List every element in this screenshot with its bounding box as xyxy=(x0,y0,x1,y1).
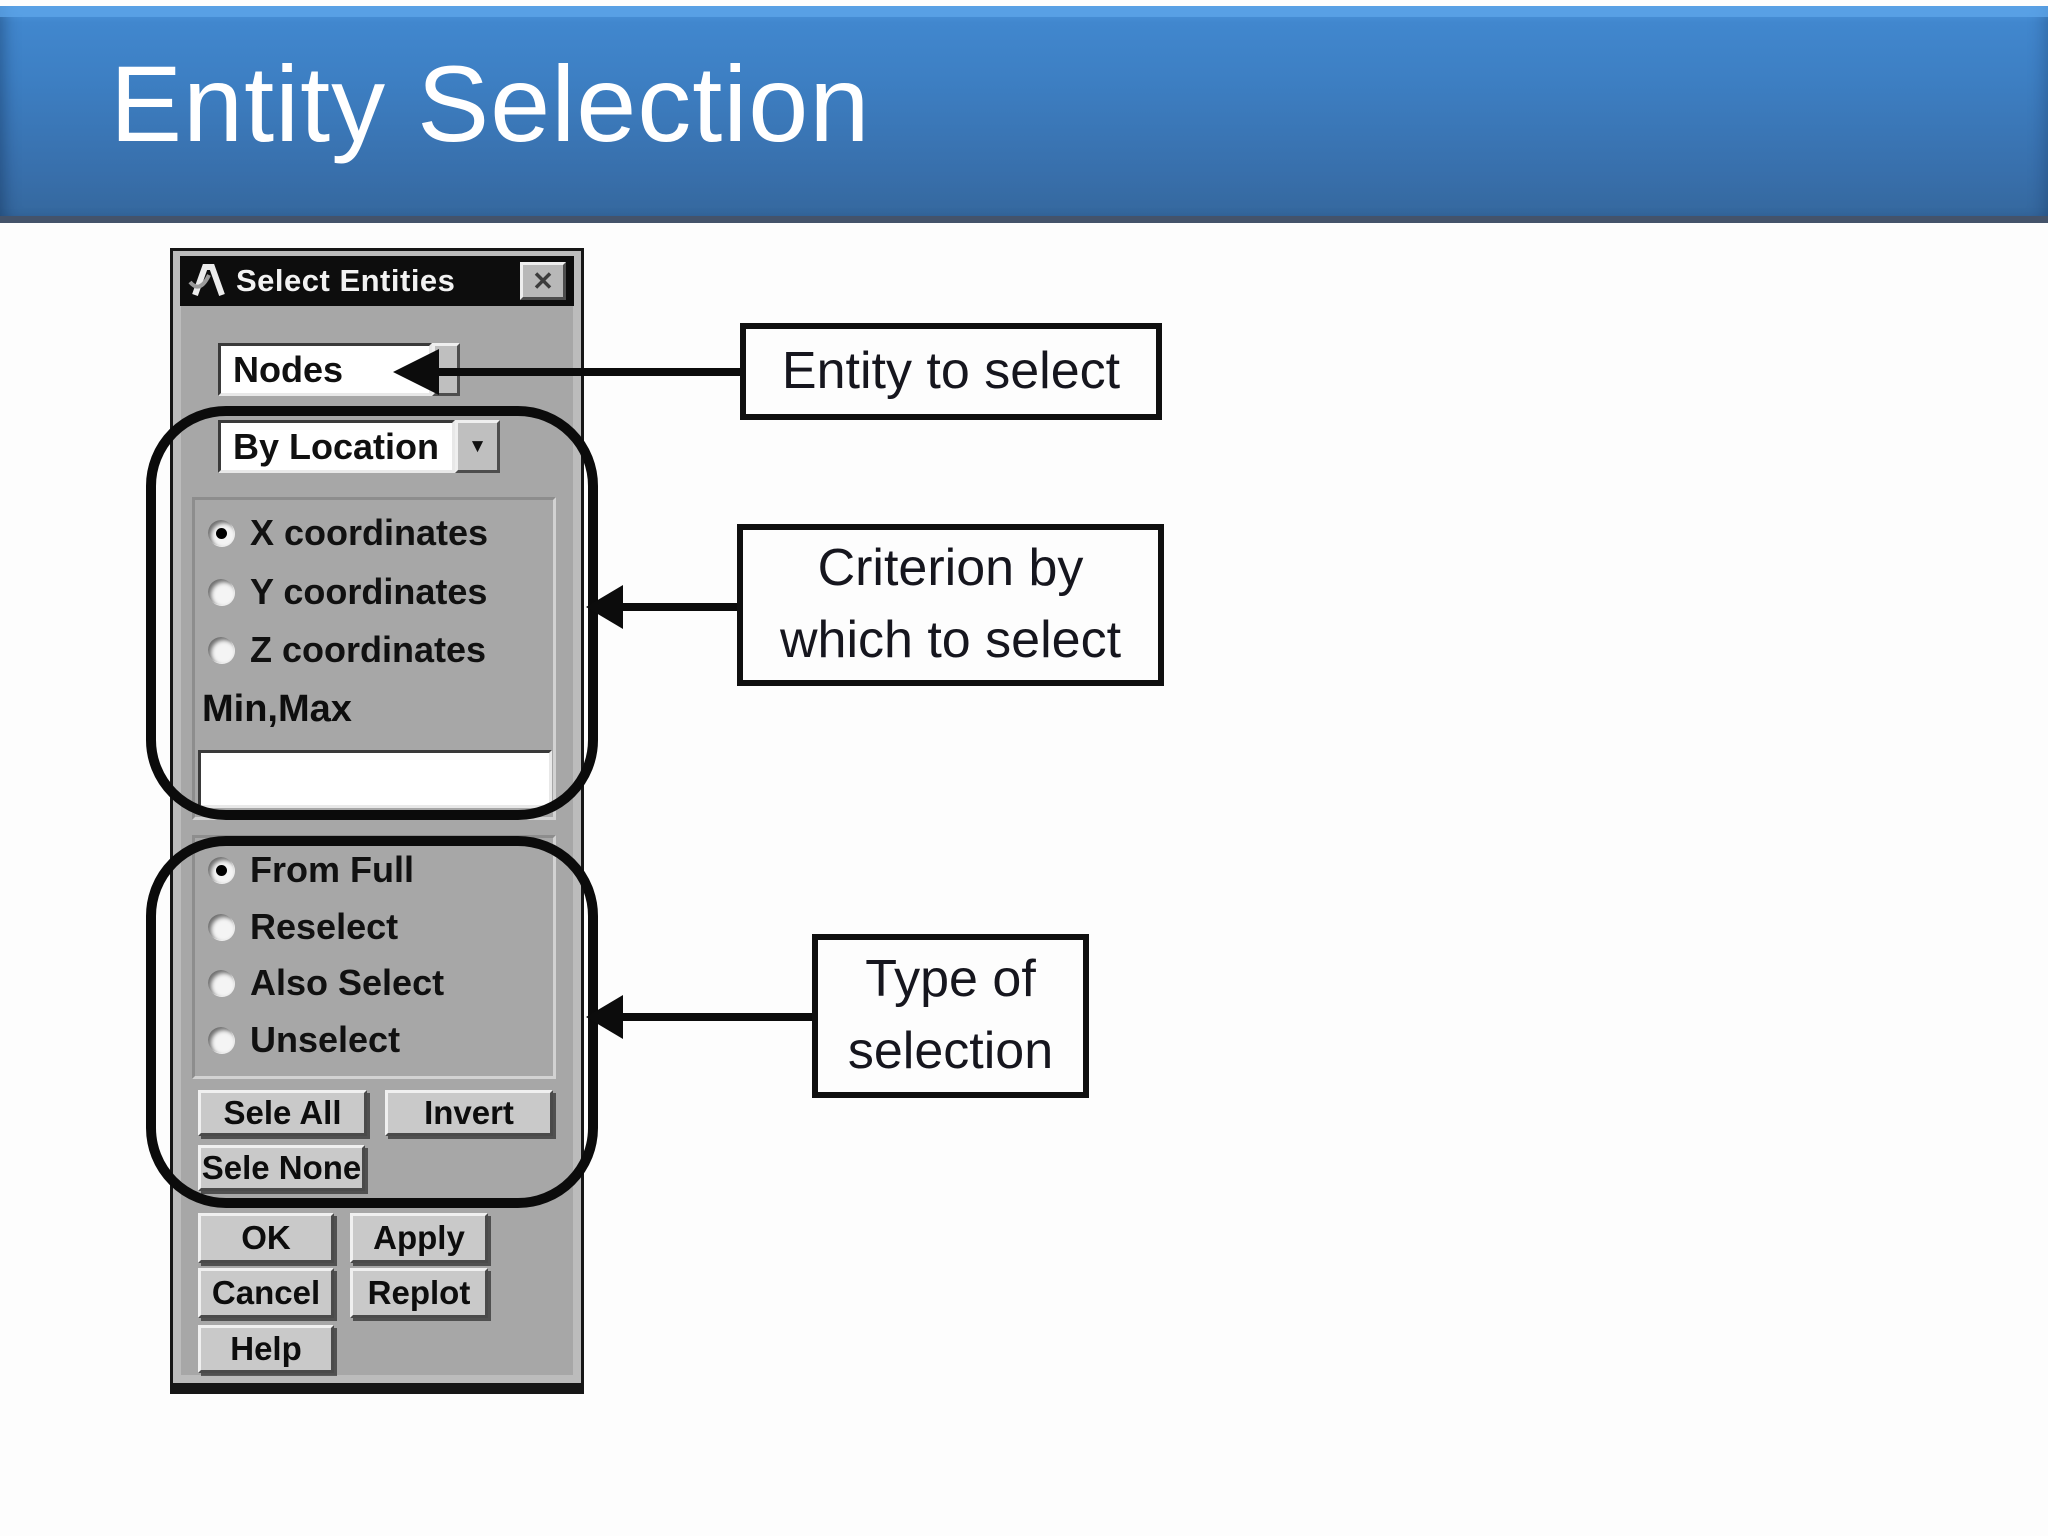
select-entities-dialog: Select Entities ✕ Nodes By Location ▼ X … xyxy=(170,248,584,1394)
dialog-title: Select Entities xyxy=(236,263,456,298)
arrow-type-line xyxy=(618,1013,816,1021)
radio-also-select[interactable]: Also Select xyxy=(208,961,444,1005)
radio-x-coordinates[interactable]: X coordinates xyxy=(208,511,488,555)
sele-all-button[interactable]: Sele All xyxy=(198,1090,367,1136)
dropdown-arrow-icon: ▼ xyxy=(468,436,487,457)
radio-y-coordinates[interactable]: Y coordinates xyxy=(208,570,487,614)
slide-header: Entity Selection xyxy=(0,6,2048,223)
close-button[interactable]: ✕ xyxy=(520,262,566,300)
callout-criterion: Criterion by which to select xyxy=(737,524,1164,686)
arrow-entity-head xyxy=(393,349,439,395)
annotation-outline-criterion xyxy=(146,406,598,820)
radio-z-coordinates[interactable]: Z coordinates xyxy=(208,628,486,672)
minmax-input[interactable] xyxy=(198,750,552,808)
annotation-outline-selection-type xyxy=(146,836,598,1208)
ansys-logo-icon xyxy=(188,264,225,297)
radio-button[interactable] xyxy=(208,970,234,996)
minmax-label: Min,Max xyxy=(202,688,352,730)
slide-title: Entity Selection xyxy=(110,43,871,164)
callout-entity-to-select: Entity to select xyxy=(740,323,1162,420)
arrow-entity-line xyxy=(436,368,740,376)
ok-button[interactable]: OK xyxy=(198,1213,334,1263)
arrow-type-head xyxy=(586,995,623,1039)
arrow-criterion-head xyxy=(586,585,623,629)
apply-button[interactable]: Apply xyxy=(350,1213,488,1263)
radio-unselect[interactable]: Unselect xyxy=(208,1018,400,1062)
radio-reselect[interactable]: Reselect xyxy=(208,905,398,949)
callout-type-of-selection: Type of selection xyxy=(812,934,1089,1098)
radio-button[interactable] xyxy=(208,579,234,605)
close-icon: ✕ xyxy=(532,266,554,296)
cancel-button[interactable]: Cancel xyxy=(198,1268,334,1318)
replot-button[interactable]: Replot xyxy=(350,1268,488,1318)
dialog-titlebar: Select Entities ✕ xyxy=(180,256,574,306)
radio-button[interactable] xyxy=(208,520,234,546)
invert-button[interactable]: Invert xyxy=(385,1090,553,1136)
help-button[interactable]: Help xyxy=(198,1325,334,1373)
criterion-value[interactable]: By Location xyxy=(218,420,455,473)
radio-from-full[interactable]: From Full xyxy=(208,848,414,892)
criterion-dropdown-button[interactable]: ▼ xyxy=(455,420,500,473)
radio-button[interactable] xyxy=(208,1027,234,1053)
radio-button[interactable] xyxy=(208,914,234,940)
criterion-select[interactable]: By Location ▼ xyxy=(218,420,500,473)
arrow-criterion-line xyxy=(618,603,742,611)
radio-button[interactable] xyxy=(208,637,234,663)
